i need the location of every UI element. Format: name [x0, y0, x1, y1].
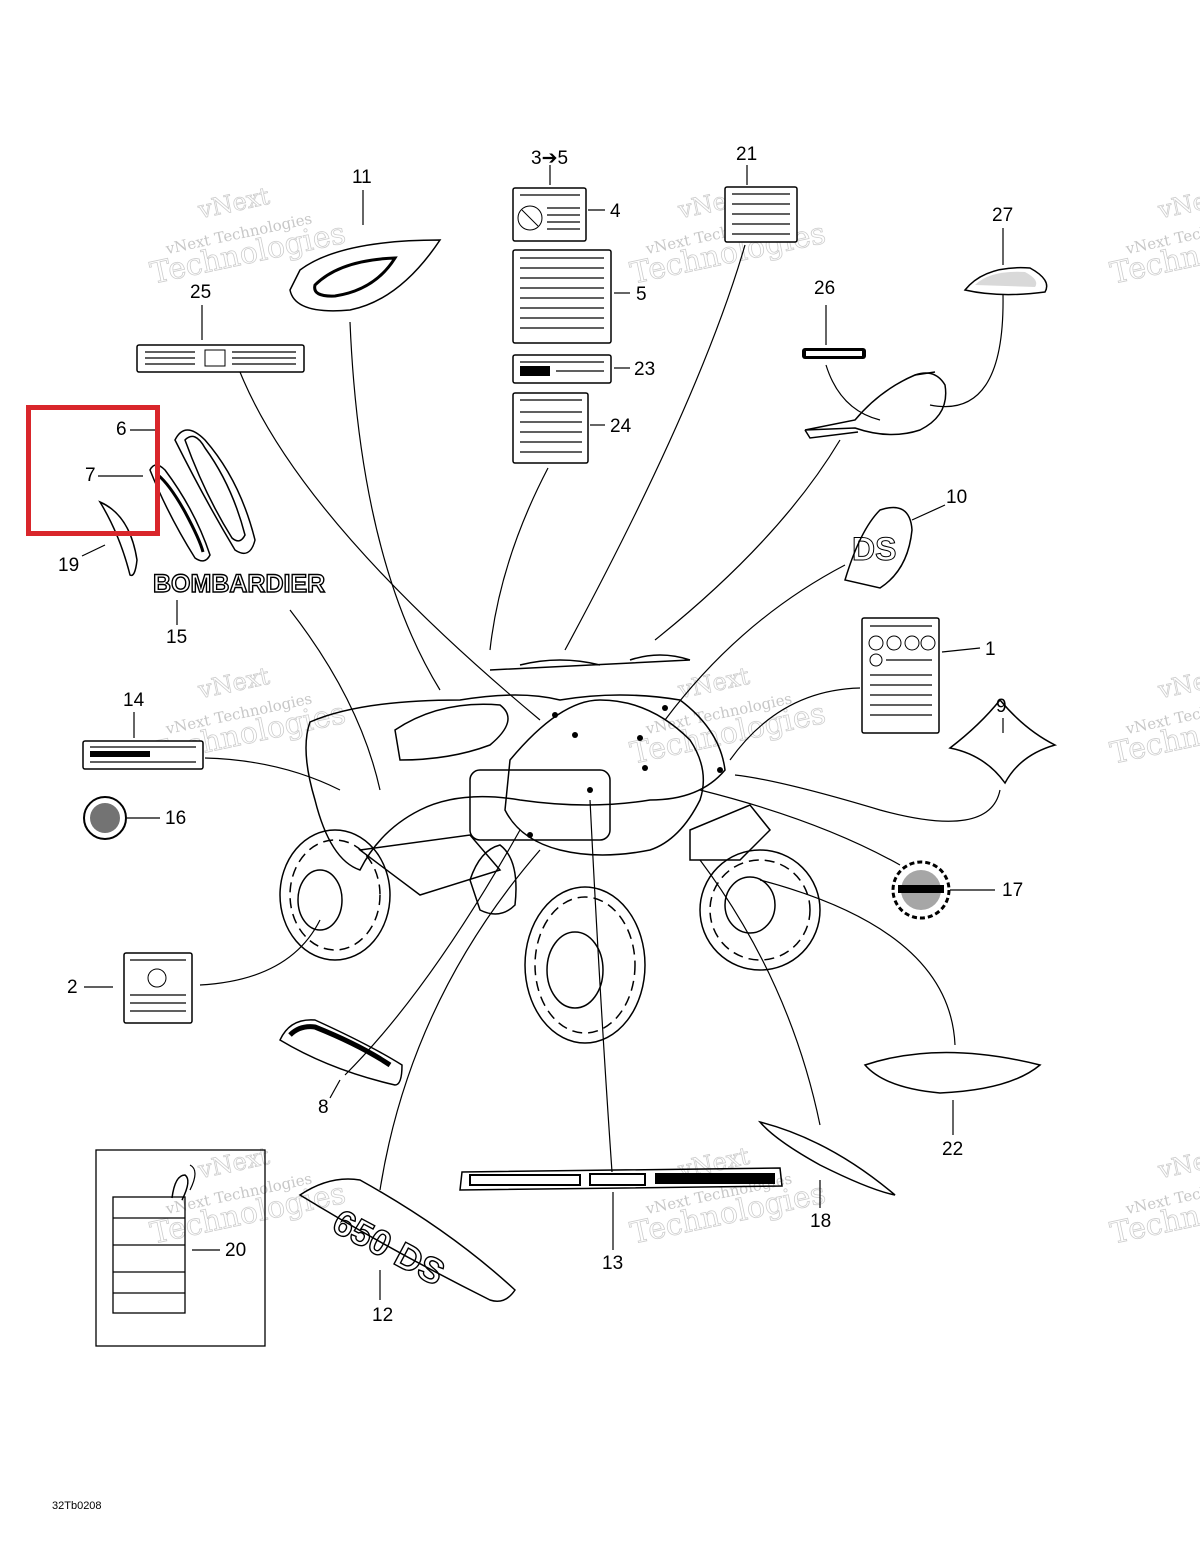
watermark-logo: vNext [195, 662, 273, 705]
callout-15: 15 [166, 627, 187, 648]
part-15-bombardier-decal[interactable]: BOMBARDIER [152, 569, 326, 598]
selection-highlight [26, 405, 160, 536]
callout-26: 26 [814, 278, 835, 299]
watermark-logo: vNext [1155, 182, 1200, 225]
part-4-warning-label[interactable] [512, 187, 587, 242]
callout-7: 7 [85, 465, 96, 486]
callout-2: 2 [67, 977, 78, 998]
part-13-rotax-decal[interactable] [459, 1167, 783, 1191]
part-27-decal[interactable] [963, 266, 1048, 296]
figure-code: 32Tb0208 [52, 1500, 102, 1512]
callout-12: 12 [372, 1305, 393, 1326]
callout-17: 17 [1002, 880, 1023, 901]
callout-3-5: 3➔5 [531, 148, 568, 169]
part-1-warning-label[interactable] [861, 617, 940, 734]
part-10-ds-decal[interactable]: DS [844, 506, 913, 589]
watermark-logo: vNext [1155, 662, 1200, 705]
callout-11: 11 [352, 167, 372, 188]
svg-text:650 DS: 650 DS [326, 1201, 451, 1294]
part-16-round-decal[interactable] [83, 796, 127, 840]
watermark-logo: vNext [195, 1142, 273, 1185]
part-11-front-decal[interactable] [289, 239, 442, 312]
callout-19: 19 [58, 555, 79, 576]
callout-6: 6 [116, 419, 127, 440]
callout-16: 16 [165, 808, 186, 829]
svg-text:DS: DS [852, 531, 896, 567]
part-8-decal[interactable] [279, 1019, 403, 1086]
part-23-label[interactable] [512, 354, 612, 384]
part-6-side-decal[interactable] [174, 429, 256, 555]
part-2-warning-label[interactable] [123, 952, 193, 1024]
handguard-drawing [804, 371, 947, 439]
atv-drawing [279, 654, 821, 1044]
watermark-group: vNext vNext Technologies Technologies vN… [147, 181, 1200, 1251]
callout-numbers: 11 25 3➔5 4 5 23 24 21 27 26 10 1 9 6 7 … [58, 144, 1023, 1326]
callout-8: 8 [318, 1097, 329, 1118]
callout-27: 27 [992, 205, 1013, 226]
callout-20: 20 [225, 1240, 246, 1261]
bombardier-logo-text: BOMBARDIER [153, 570, 325, 598]
callout-5: 5 [636, 284, 647, 305]
part-26-logo-decal[interactable] [802, 348, 866, 359]
part-22-decal[interactable] [863, 1051, 1042, 1094]
callout-14: 14 [123, 690, 145, 711]
callout-25: 25 [190, 282, 211, 303]
callout-4: 4 [610, 201, 621, 222]
part-17-gear-decal[interactable] [891, 860, 951, 920]
part-25-label[interactable] [136, 344, 305, 373]
part-7-side-decal[interactable] [149, 464, 211, 562]
watermark-logo: vNext [675, 662, 753, 705]
callout-24: 24 [610, 416, 632, 437]
leader-lines [81, 165, 1004, 1300]
part-18-decal[interactable] [757, 1120, 896, 1196]
callout-13: 13 [602, 1253, 623, 1274]
callout-21: 21 [736, 144, 757, 165]
part-21-warning-label[interactable] [724, 186, 798, 243]
callout-23: 23 [634, 359, 655, 380]
part-5-warning-label[interactable] [512, 249, 612, 344]
callout-1: 1 [985, 639, 996, 660]
watermark-logo: vNext [195, 182, 273, 225]
part-14-label[interactable] [82, 740, 204, 770]
callout-10: 10 [946, 487, 967, 508]
callout-18: 18 [810, 1211, 831, 1232]
part-20-owner-manual-box[interactable] [95, 1149, 266, 1347]
watermark-logo: vNext [1155, 1142, 1200, 1185]
part-9-decal[interactable] [948, 698, 1058, 785]
callout-9: 9 [996, 696, 1007, 717]
callout-22: 22 [942, 1139, 963, 1160]
part-24-warning-label[interactable] [512, 392, 589, 464]
